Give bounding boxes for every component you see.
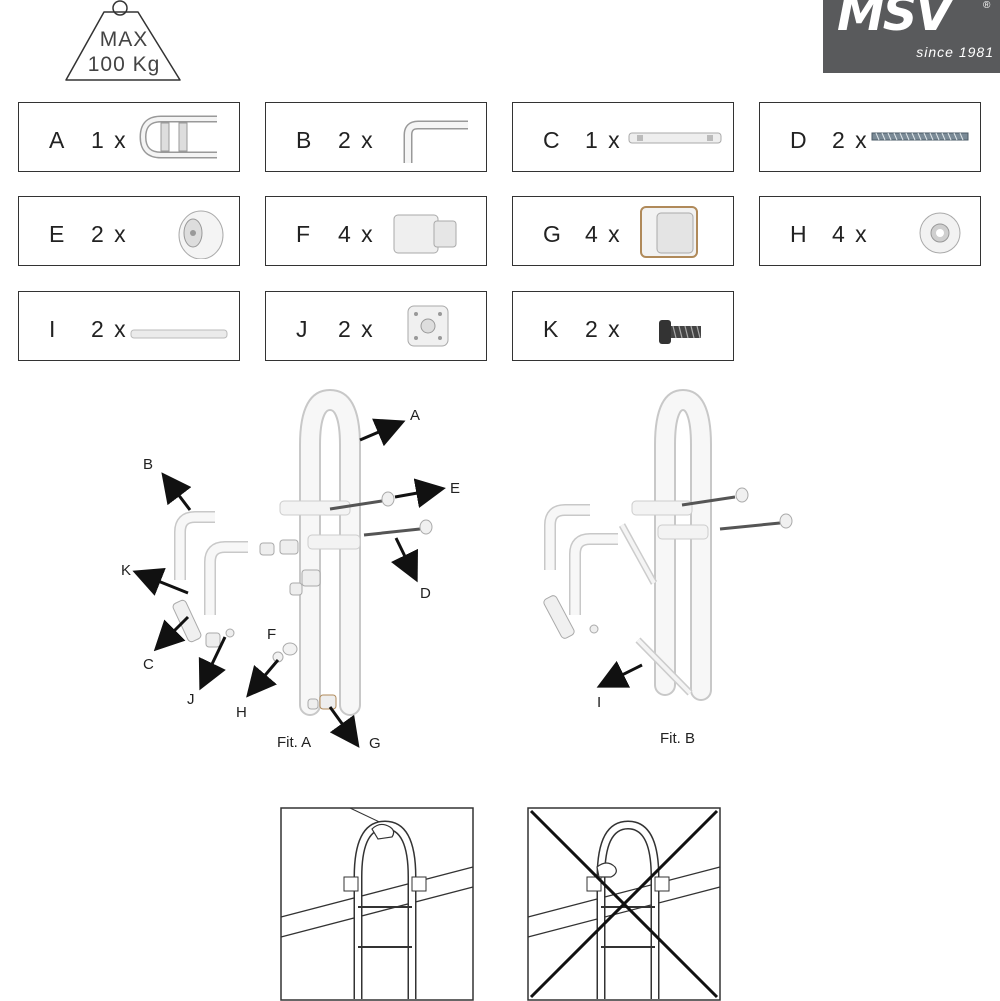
callout-c: C bbox=[143, 656, 154, 673]
fit-b-diagram bbox=[543, 388, 793, 701]
spacer-sleeve-icon bbox=[393, 214, 457, 254]
max-label: MAX bbox=[99, 28, 149, 51]
callout-i: I bbox=[597, 694, 602, 711]
dome-cap-icon bbox=[178, 210, 224, 259]
part-box-c: C 1 x bbox=[512, 102, 734, 172]
part-letter: C bbox=[543, 127, 560, 153]
part-box-k: K 2 x bbox=[512, 291, 734, 361]
part-box-g: G 4 x bbox=[512, 196, 734, 266]
registered-mark: ® bbox=[983, 0, 991, 11]
part-letter: G bbox=[543, 221, 561, 247]
foot-sleeve-icon bbox=[640, 206, 698, 258]
part-quantity: 2 x bbox=[338, 127, 375, 153]
part-letter: I bbox=[49, 316, 56, 342]
part-quantity: 4 x bbox=[832, 221, 869, 247]
fit-a-label: Fit. A bbox=[277, 734, 312, 751]
part-box-d: D 2 x bbox=[759, 102, 981, 172]
callout-j: J bbox=[187, 691, 195, 708]
part-quantity: 4 x bbox=[338, 221, 375, 247]
callout-e: E bbox=[450, 480, 461, 497]
part-letter: F bbox=[296, 221, 311, 247]
weight-value: 100 Kg bbox=[87, 53, 161, 76]
callout-g: G bbox=[369, 735, 381, 752]
strip-pad-icon bbox=[130, 329, 228, 339]
part-box-i: I 2 x bbox=[18, 291, 240, 361]
part-letter: E bbox=[49, 221, 65, 247]
part-box-a: A 1 x bbox=[18, 102, 240, 172]
part-letter: J bbox=[296, 316, 308, 342]
brand-tagline: since 1981 bbox=[916, 44, 994, 60]
grab-bar-icon bbox=[139, 115, 217, 159]
part-quantity: 2 x bbox=[585, 316, 622, 342]
callout-h: H bbox=[236, 704, 247, 721]
part-letter: H bbox=[790, 221, 807, 247]
part-letter: A bbox=[49, 127, 65, 153]
part-box-f: F 4 x bbox=[265, 196, 487, 266]
part-letter: D bbox=[790, 127, 807, 153]
part-box-j: J 2 x bbox=[265, 291, 487, 361]
part-quantity: 2 x bbox=[338, 316, 375, 342]
part-quantity: 2 x bbox=[832, 127, 869, 153]
fit-a-diagram bbox=[132, 388, 446, 748]
mount-plate-icon bbox=[407, 305, 449, 347]
part-quantity: 1 x bbox=[91, 127, 128, 153]
screw-icon bbox=[659, 320, 701, 344]
fit-b-label: Fit. B bbox=[660, 730, 696, 747]
part-quantity: 2 x bbox=[91, 221, 128, 247]
part-box-b: B 2 x bbox=[265, 102, 487, 172]
incorrect-use-illustration bbox=[527, 807, 721, 1001]
correct-use-illustration bbox=[280, 807, 474, 1001]
max-weight-icon: MAX 100 Kg bbox=[62, 0, 186, 84]
part-quantity: 4 x bbox=[585, 221, 622, 247]
callout-f: F bbox=[267, 626, 277, 643]
part-letter: K bbox=[543, 316, 559, 342]
part-box-e: E 2 x bbox=[18, 196, 240, 266]
elbow-pipe-icon bbox=[403, 120, 468, 163]
part-letter: B bbox=[296, 127, 312, 153]
part-quantity: 2 x bbox=[91, 316, 128, 342]
washer-ring-icon bbox=[919, 212, 961, 254]
callout-a: A bbox=[410, 407, 421, 424]
callout-d: D bbox=[420, 585, 431, 602]
brand-logo: MSV ® since 1981 bbox=[823, 0, 1000, 73]
connector-bar-icon bbox=[628, 132, 722, 144]
callout-b: B bbox=[143, 456, 154, 473]
threaded-rod-icon bbox=[871, 132, 969, 141]
callout-k: K bbox=[121, 562, 132, 579]
part-box-h: H 4 x bbox=[759, 196, 981, 266]
part-quantity: 1 x bbox=[585, 127, 622, 153]
brand-name: MSV bbox=[837, 0, 952, 42]
